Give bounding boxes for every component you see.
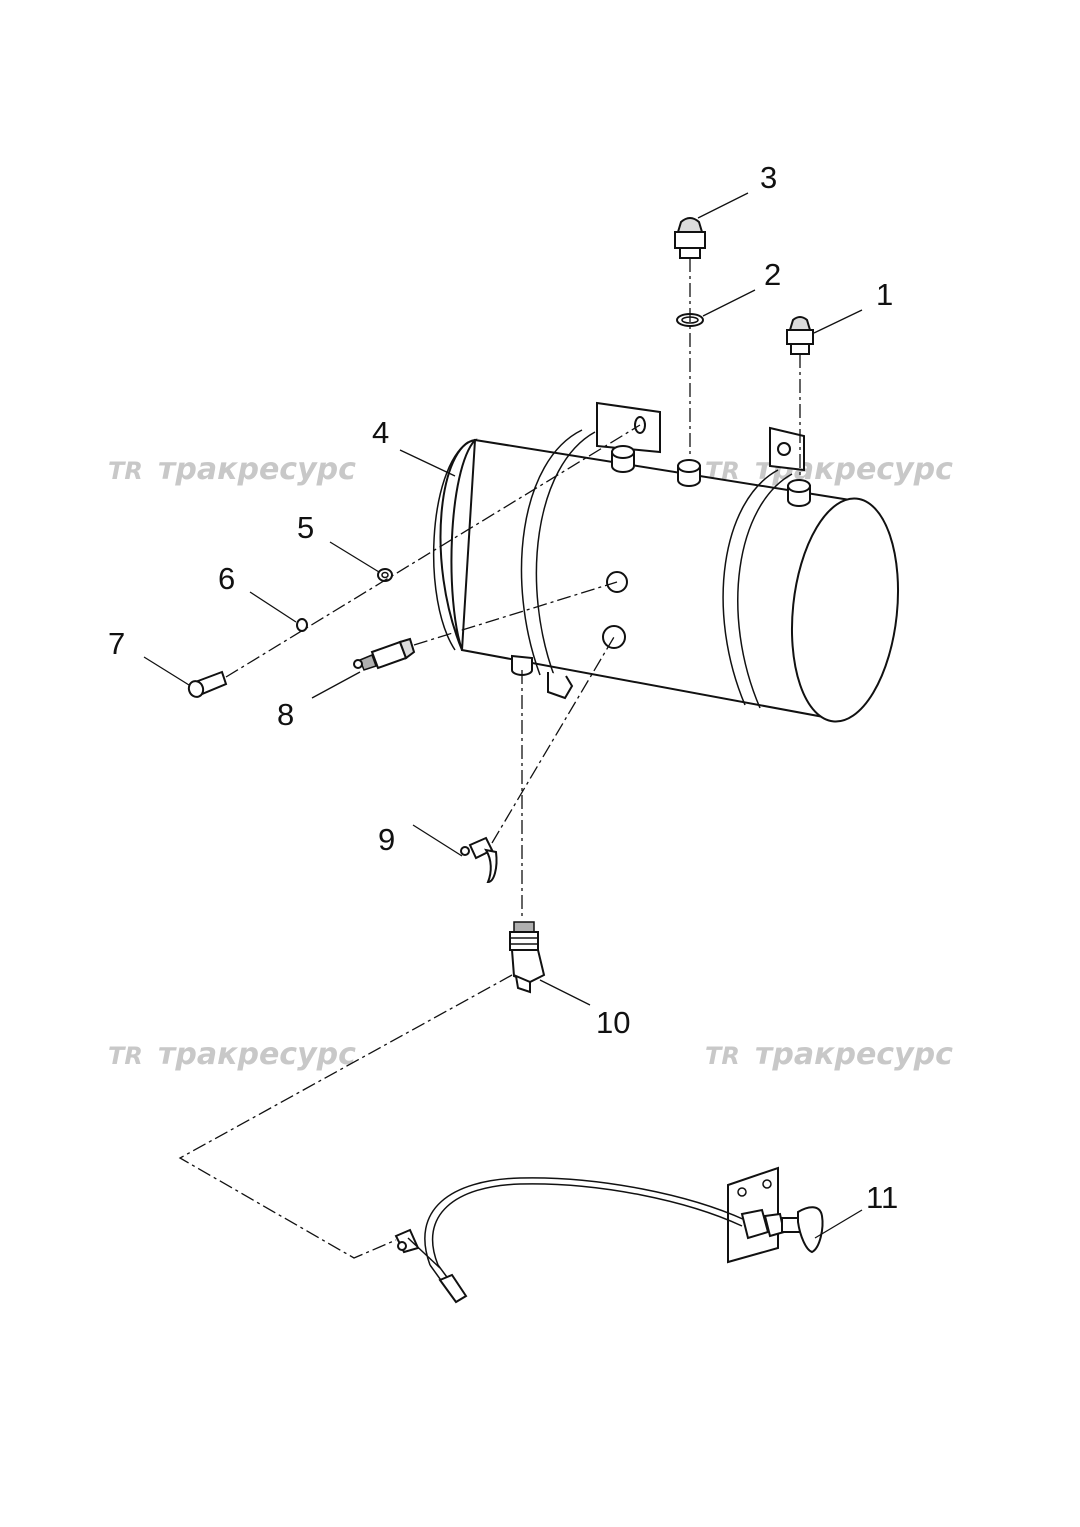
leader-2 — [702, 289, 756, 317]
tank-left-end — [439, 438, 478, 651]
leader-9 — [412, 824, 463, 857]
cable-11-outer-a — [424, 1177, 746, 1266]
drain-cock-9-nozzle — [460, 846, 470, 856]
fitting-3-hex — [674, 231, 706, 249]
tank-bottom-bracket — [547, 672, 574, 700]
tank-strap-left-outer — [520, 429, 583, 676]
part-1-fitting — [786, 316, 814, 355]
cable-11-plate-hole-2 — [762, 1179, 772, 1189]
tank-bracket-left — [596, 401, 661, 454]
air-tank — [432, 401, 900, 723]
watermark-logo-mark: TR — [108, 1042, 143, 1070]
part-8-valve — [353, 637, 416, 671]
tank-boss-side-2 — [602, 625, 626, 649]
cable-11-t-handle — [797, 1206, 824, 1254]
cable-11-clevis-pin — [397, 1241, 407, 1251]
drain-valve-10-body — [510, 949, 546, 984]
fitting-1-tip — [788, 316, 812, 331]
callout-3: 3 — [760, 160, 777, 195]
tank-strap-left-inner — [535, 431, 596, 679]
leader-1 — [813, 309, 863, 334]
callout-1: 1 — [876, 277, 893, 312]
callout-2: 2 — [764, 257, 781, 292]
callout-8: 8 — [277, 697, 294, 732]
watermark-text: тракресурс — [158, 452, 356, 487]
callout-6: 6 — [218, 561, 235, 596]
cable-11-plate-hole-1 — [737, 1187, 747, 1197]
watermark-logo-mark: TR — [108, 457, 143, 485]
tank-strap-right-outer — [722, 469, 779, 706]
callout-labels: 3 2 1 4 5 6 7 8 9 10 11 — [108, 160, 898, 1215]
valve-8-thread — [398, 637, 416, 660]
callout-9: 9 — [378, 822, 395, 857]
fitting-1-hex — [786, 329, 814, 345]
leader-10 — [539, 979, 591, 1006]
watermark-text: тракресурс — [755, 1037, 953, 1072]
tank-left-rim — [432, 441, 469, 651]
tank-boss-top-3-face — [787, 479, 811, 493]
leader-6 — [249, 591, 297, 623]
part-3-fitting — [674, 217, 706, 259]
tank-right-end — [790, 497, 900, 723]
part-5-washer — [377, 568, 393, 582]
fitting-3-thread — [679, 247, 701, 259]
valve-8-stem — [359, 654, 377, 671]
watermark-bottom-right: TR тракресурс — [705, 1037, 953, 1072]
part-9-drain-cock — [460, 836, 498, 884]
watermark-top-left: TR тракресурс — [108, 452, 356, 487]
watermark-bottom-left: TR тракресурс — [108, 1037, 356, 1072]
leader-8 — [311, 671, 361, 699]
fitting-1-thread — [790, 343, 810, 355]
drain-cock-9-body — [468, 836, 494, 860]
callout-11: 11 — [866, 1180, 898, 1215]
valve-8-tip — [353, 659, 363, 669]
part-6-spring-washer — [296, 618, 308, 632]
part-11-pull-cable — [394, 1166, 824, 1304]
assembly-lines — [178, 258, 801, 1259]
drain-valve-10-top — [513, 921, 535, 933]
centerline-part-9 — [491, 636, 615, 844]
tank-boss-top-2-face — [677, 459, 701, 473]
part-7-bolt — [187, 670, 228, 698]
part-5-washer-hole — [381, 571, 389, 579]
centerline-cable — [178, 974, 513, 1259]
tank-bracket-right-bolt — [777, 442, 791, 456]
leader-11 — [814, 1209, 863, 1239]
centerline-part-7 — [225, 424, 641, 678]
bolt-7-head — [187, 680, 205, 698]
callout-10: 10 — [596, 1005, 630, 1040]
leader-4 — [399, 449, 456, 477]
drain-valve-10-lever — [514, 974, 531, 994]
drain-valve-10-thread-lines — [510, 937, 538, 945]
watermark-text: тракресурс — [158, 1037, 356, 1072]
centerline-part-8 — [413, 581, 618, 646]
cable-11-end-sleeve — [438, 1273, 468, 1304]
drain-cock-9-lever — [483, 848, 498, 884]
tank-boss-top-1-face — [611, 445, 635, 459]
callout-5: 5 — [297, 510, 314, 545]
callout-4: 4 — [372, 415, 389, 450]
fitting-3-tip — [676, 217, 704, 233]
cable-11-link — [407, 1237, 441, 1269]
watermark-logo-mark: TR — [705, 1042, 740, 1070]
leader-5 — [329, 541, 380, 573]
tank-strap-right-inner — [737, 473, 793, 709]
cable-11-outer-b — [431, 1183, 743, 1266]
drain-valve-10-hex — [509, 931, 539, 951]
callout-7: 7 — [108, 626, 125, 661]
leader-3 — [697, 192, 749, 219]
leader-7 — [143, 656, 190, 686]
leader-lines — [143, 192, 863, 1239]
part-10-drain-valve — [509, 921, 546, 994]
tank-boss-bottom — [511, 654, 533, 676]
